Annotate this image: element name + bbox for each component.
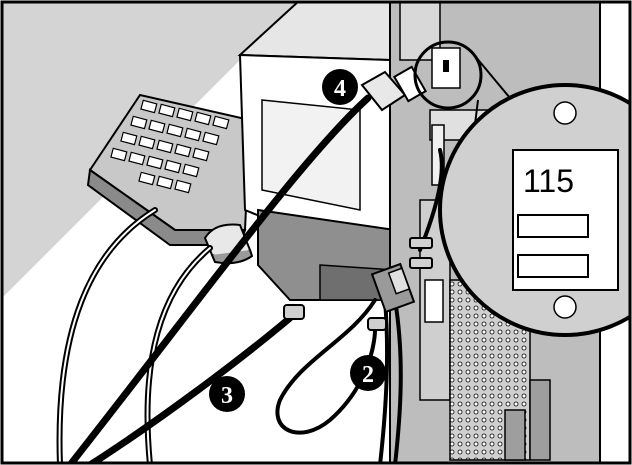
callout-3-label: 3 [221, 383, 233, 409]
cable-ends [283, 237, 433, 331]
monitor-connector [370, 262, 416, 314]
callout-4: 4 [322, 69, 358, 105]
power-cable [67, 94, 372, 463]
callout-2-label: 2 [362, 362, 374, 388]
callout-3: 3 [209, 376, 245, 412]
voltage-switch-magnifier: 115 [438, 83, 630, 337]
cables [56, 94, 444, 463]
callout-4-label: 4 [334, 76, 346, 102]
callout-2: 2 [350, 355, 386, 391]
monitor-power-cable [87, 314, 294, 463]
power-plug [360, 65, 428, 112]
keyboard [86, 93, 252, 246]
voltage-switch-label: 115 [523, 163, 574, 199]
